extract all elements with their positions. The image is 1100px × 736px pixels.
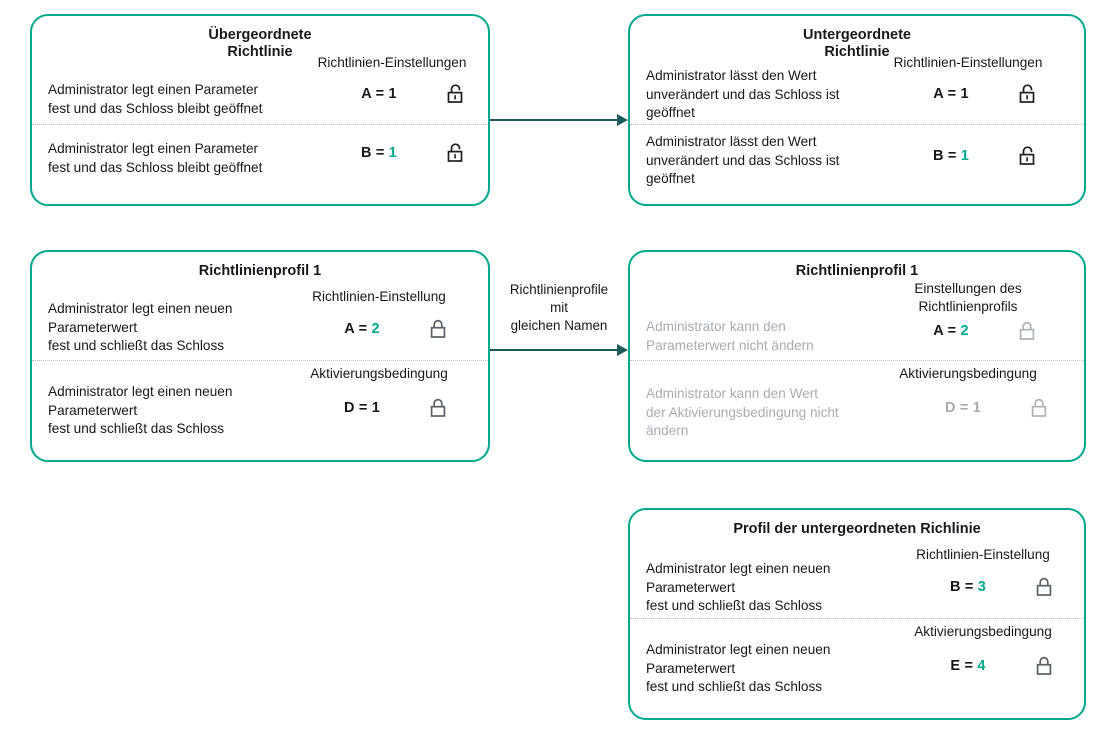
parameter-value: B = 1 — [360, 145, 398, 161]
row-description: Administrator legt einen Parameter fest … — [48, 141, 263, 175]
row-description: Administrator legt einen neuen Parameter… — [48, 301, 233, 353]
parameter-value: D = 1 — [944, 400, 982, 416]
card-rows: Administrator legt einen neuen Parameter… — [630, 538, 1084, 698]
parameter-value: B = 3 — [949, 579, 987, 595]
column-header: Aktivierungsbedingung — [310, 366, 448, 381]
arrow-parent-to-child — [490, 114, 628, 126]
table-row: Administrator legt einen neuen Parameter… — [630, 618, 1084, 698]
card-policy-profile-left: Richtlinienprofil 1 Administrator legt e… — [30, 250, 490, 462]
table-row: Administrator legt einen neuen Parameter… — [32, 280, 488, 360]
card-child-policy-profile: Profil der untergeordneten Richlinie Adm… — [628, 508, 1086, 720]
table-row: Administrator legt einen neuen Parameter… — [630, 538, 1084, 618]
card-title: Richtlinienprofil 1 — [198, 263, 322, 279]
table-row: Administrator legt einen Parameter fest … — [32, 55, 488, 124]
row-description: Administrator legt einen neuen Parameter… — [48, 384, 233, 436]
parameter-value: E = 4 — [950, 658, 986, 674]
table-row: Administrator lässt den Wert unverändert… — [630, 55, 1084, 124]
card-rows: Administrator kann den Parameterwert nic… — [630, 280, 1084, 440]
lock-icon — [1018, 320, 1038, 342]
arrow-shaft — [490, 349, 617, 351]
lock-icon — [1035, 576, 1055, 598]
column-header: Aktivierungsbedingung — [914, 624, 1052, 639]
row-description: Administrator legt einen Parameter fest … — [48, 82, 263, 116]
unlock-icon — [446, 142, 466, 164]
parameter-value: A = 1 — [361, 86, 397, 102]
arrow-shaft — [490, 119, 617, 121]
table-row: Administrator kann den Parameterwert nic… — [630, 280, 1084, 360]
unlock-icon — [1018, 83, 1038, 105]
lock-icon — [1035, 655, 1055, 677]
card-rows: Administrator legt einen neuen Parameter… — [32, 280, 488, 440]
card-title: Untergeordnete Richtlinie — [803, 27, 911, 60]
lock-icon — [429, 318, 449, 340]
parameter-value: A = 1 — [933, 86, 969, 102]
card-rows: Administrator lässt den Wert unverändert… — [630, 55, 1084, 186]
row-description: Administrator legt einen neuen Parameter… — [646, 642, 831, 694]
table-row: Administrator legt einen Parameter fest … — [32, 124, 488, 186]
row-description: Administrator lässt den Wert unverändert… — [646, 134, 840, 186]
row-description: Administrator kann den Parameterwert nic… — [646, 319, 814, 353]
connector-label-same-name: Richtlinienprofile mit gleichen Namen — [509, 282, 609, 333]
table-row: Administrator kann den Wert der Aktivier… — [630, 360, 1084, 440]
column-header: Richtlinien-Einstellung — [312, 289, 446, 304]
row-description: Administrator legt einen neuen Parameter… — [646, 561, 831, 613]
column-header: Einstellungen des Richtlinienprofils — [914, 281, 1022, 314]
unlock-icon — [1018, 145, 1038, 167]
column-header: Richtlinien-Einstellung — [916, 547, 1050, 562]
card-child-policy: Untergeordnete Richtlinie Administrator … — [628, 14, 1086, 206]
column-header: Aktivierungsbedingung — [899, 366, 1037, 381]
column-header: Richtlinien-Einstellungen — [317, 55, 467, 70]
table-row: Administrator legt einen neuen Parameter… — [32, 360, 488, 440]
arrow-head — [617, 114, 628, 126]
card-title: Richtlinienprofil 1 — [795, 263, 919, 279]
card-title: Übergeordnete Richtlinie — [208, 27, 312, 60]
parameter-value: A = 2 — [933, 323, 969, 339]
lock-icon — [429, 397, 449, 419]
row-description: Administrator lässt den Wert unverändert… — [646, 68, 840, 120]
unlock-icon — [446, 83, 466, 105]
row-description: Administrator kann den Wert der Aktivier… — [646, 386, 839, 438]
card-rows: Administrator legt einen Parameter fest … — [32, 55, 488, 186]
parameter-value: A = 2 — [344, 321, 380, 337]
arrow-head — [617, 344, 628, 356]
parameter-value: B = 1 — [932, 148, 970, 164]
parameter-value: D = 1 — [343, 400, 381, 416]
card-policy-profile-right: Richtlinienprofil 1 Administrator kann d… — [628, 250, 1086, 462]
card-parent-policy: Übergeordnete Richtlinie Administrator l… — [30, 14, 490, 206]
column-header: Richtlinien-Einstellungen — [893, 55, 1043, 70]
lock-icon — [1030, 397, 1050, 419]
table-row: Administrator lässt den Wert unverändert… — [630, 124, 1084, 186]
card-title: Profil der untergeordneten Richlinie — [733, 521, 981, 537]
arrow-profile-to-profile — [490, 344, 628, 356]
